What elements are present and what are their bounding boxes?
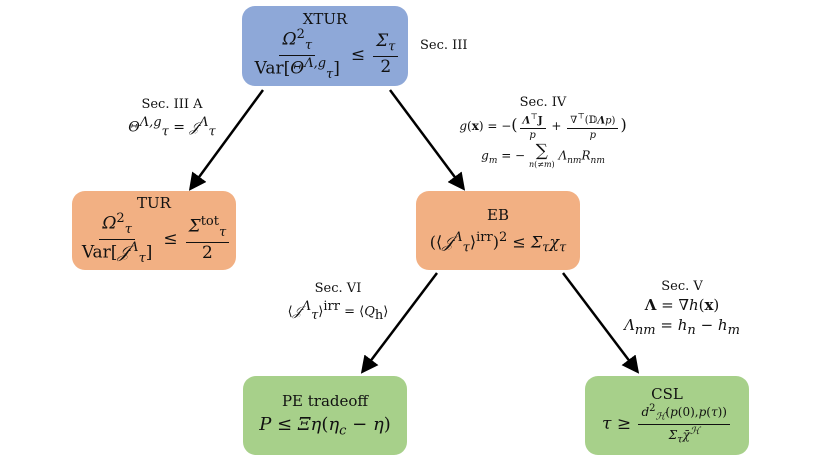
- pe-formula: P ≤ Ξη(ηc − η): [259, 414, 391, 439]
- edge-xtur-eb-section: Sec. IV: [519, 95, 567, 110]
- csl-node: CSL τ ≥ d2ℋ(p(0),p(τ))Στχ̄ℋ: [585, 376, 749, 455]
- edge-eb-pe-section: Sec. VI: [314, 281, 362, 296]
- xtur-section-label: Sec. III: [420, 38, 468, 53]
- eb-node: EB (⟨𝒥Λτ⟩irr)2 ≤ Στχτ: [416, 191, 580, 270]
- pe-title: PE tradeoff: [281, 392, 369, 411]
- pe-tradeoff-node: PE tradeoff P ≤ Ξη(ηc − η): [243, 376, 407, 455]
- edge-label-eb-csl: Sec. V Λ = ∇h(x) Λnm = hn − hm: [612, 279, 752, 338]
- edge-label-eb-pe: Sec. VI ⟨𝒥Λτ⟩irr = ⟨Qh⟩: [278, 281, 398, 323]
- edge-eb-pe-eq: ⟨𝒥Λτ⟩irr = ⟨Qh⟩: [287, 299, 389, 323]
- edge-eb-csl-eq1: Λ = ∇h(x): [644, 296, 720, 314]
- xtur-relation: ≤: [350, 44, 366, 65]
- edge-eb-csl-eq2: Λnm = hn − hm: [624, 316, 740, 338]
- tur-rhs-den: 2: [202, 243, 213, 264]
- edge-xtur-tur-eq: ΘΛ,gτ = 𝒥Λτ: [128, 115, 216, 140]
- xtur-title: XTUR: [302, 9, 348, 28]
- csl-formula: τ ≥ d2ℋ(p(0),p(τ))Στχ̄ℋ: [602, 403, 732, 446]
- arrow-eb-to-csl: [562, 272, 640, 374]
- arrow-xtur-to-eb: [388, 89, 466, 191]
- edge-xtur-tur-section: Sec. III A: [141, 97, 203, 112]
- eb-title: EB: [487, 205, 509, 224]
- xtur-rhs-den: 2: [380, 57, 392, 78]
- arrow-xtur-to-tur: [188, 89, 265, 191]
- eb-formula: (⟨𝒥Λτ⟩irr)2 ≤ Στχτ: [429, 229, 567, 256]
- edge-eb-csl-section: Sec. V: [661, 279, 703, 294]
- csl-title: CSL: [651, 385, 683, 404]
- edge-xtur-eb-eq2: gm = − ∑n(≠m) ΛnmRnm: [481, 141, 605, 170]
- tur-relation: ≤: [163, 229, 178, 249]
- edge-label-xtur-tur: Sec. III A ΘΛ,gτ = 𝒥Λτ: [118, 97, 226, 139]
- arrow-eb-to-pe: [360, 272, 438, 374]
- tur-title: TUR: [137, 194, 171, 213]
